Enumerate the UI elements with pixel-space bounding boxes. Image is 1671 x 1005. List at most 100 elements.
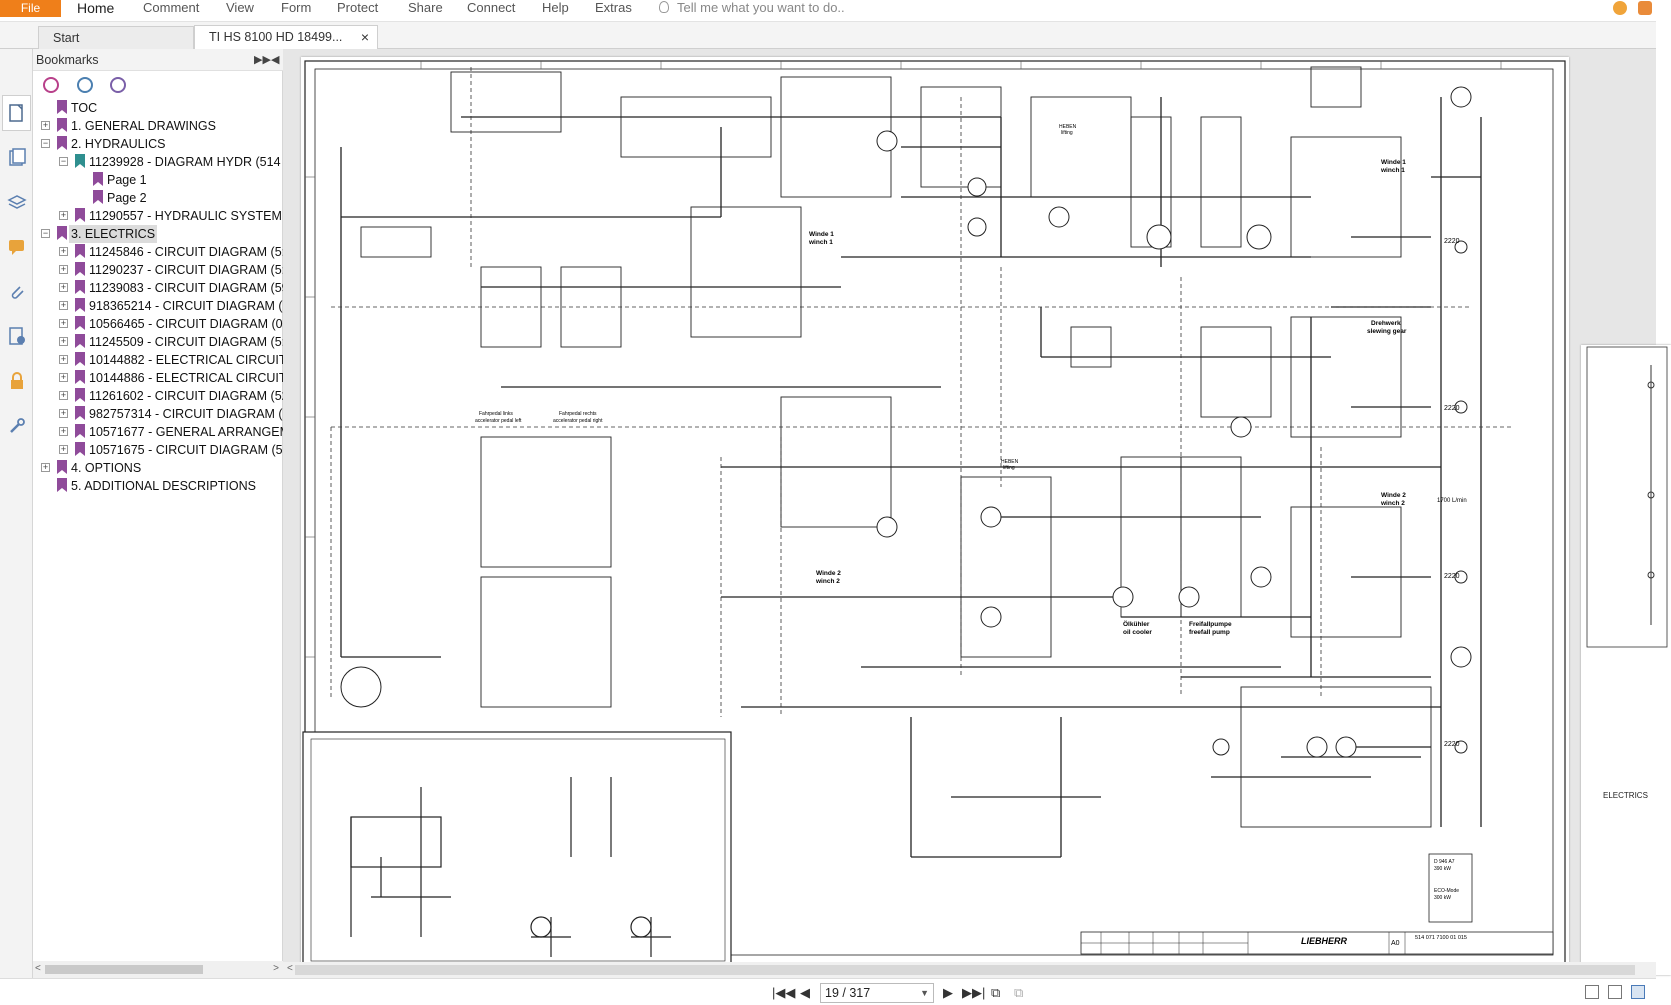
page-number-input[interactable]: 19 / 317 ▼ xyxy=(820,983,934,1003)
expand-icon[interactable]: + xyxy=(59,426,68,436)
menu-connect[interactable]: Connect xyxy=(467,0,516,15)
signature-icon[interactable] xyxy=(7,326,27,346)
expand-icon[interactable]: + xyxy=(41,462,50,472)
tools-icon[interactable] xyxy=(7,416,27,436)
bookmark-item[interactable]: +10144882 - ELECTRICAL CIRCUIT xyxy=(33,351,287,369)
menu-extras[interactable]: Extras xyxy=(595,0,632,15)
tab-start[interactable]: Start xyxy=(38,26,194,49)
attachment-icon[interactable] xyxy=(7,282,27,302)
bookmark-item[interactable]: +11261602 - CIRCUIT DIAGRAM (52 xyxy=(33,387,289,405)
expand-icon[interactable]: + xyxy=(59,354,68,364)
bookmark-item[interactable]: +10566465 - CIRCUIT DIAGRAM (00 xyxy=(33,315,290,333)
bookmark-item[interactable]: +918365214 - CIRCUIT DIAGRAM (( xyxy=(33,297,287,315)
bookmark-label: 982757314 - CIRCUIT DIAGRAM (( xyxy=(89,407,287,421)
menu-comment[interactable]: Comment xyxy=(143,0,200,15)
doc-scroll-left-icon[interactable]: < xyxy=(287,963,293,974)
collapse-icon[interactable]: − xyxy=(41,138,50,148)
expand-icon[interactable]: + xyxy=(59,444,68,454)
bookmark-flag-icon xyxy=(75,370,85,384)
bookmark-item[interactable]: +10571675 - CIRCUIT DIAGRAM (5( xyxy=(33,441,287,459)
bookmark-label: 1. GENERAL DRAWINGS xyxy=(71,119,216,133)
close-icon[interactable]: × xyxy=(360,29,369,45)
bookmark-flag-icon xyxy=(93,172,103,186)
menu-share[interactable]: Share xyxy=(408,0,443,15)
bookmark-item[interactable]: TOC xyxy=(33,99,283,117)
first-page-icon[interactable]: |◀◀ xyxy=(772,985,796,1000)
bookmark-item[interactable]: −2. HYDRAULICS xyxy=(33,135,283,153)
bookmark-item[interactable]: +4. OPTIONS xyxy=(33,459,283,477)
bookmark-item[interactable]: +10144886 - ELECTRICAL CIRCUIT xyxy=(33,369,287,387)
scrollbar-thumb[interactable] xyxy=(45,965,203,974)
collapse-panel-icon[interactable]: ◀ xyxy=(271,54,280,66)
bookmark-item[interactable]: +11290237 - CIRCUIT DIAGRAM (5: xyxy=(33,261,285,279)
label-sheet-size: A0 xyxy=(1391,940,1400,947)
expand-icon[interactable]: + xyxy=(59,372,68,382)
find-bookmark-icon[interactable] xyxy=(110,77,126,93)
bookmark-item[interactable]: −3. ELECTRICS xyxy=(33,225,283,243)
menu-form[interactable]: Form xyxy=(281,0,312,15)
chevron-down-icon[interactable]: ▼ xyxy=(920,988,929,998)
collapse-icon[interactable]: − xyxy=(59,156,68,166)
expand-icon[interactable]: + xyxy=(59,408,68,418)
document-horizontal-scrollbar[interactable]: < xyxy=(283,962,1656,978)
menu-protect[interactable]: Protect xyxy=(337,0,379,15)
label-flow-rate: 1700 L/min xyxy=(1437,498,1467,504)
expand-panel-icon[interactable]: ▶▶ xyxy=(254,54,271,66)
expand-icon[interactable]: + xyxy=(59,210,68,220)
bookmark-item[interactable]: +11290557 - HYDRAULIC SYSTEM I xyxy=(33,207,289,225)
bookmark-label: 4. OPTIONS xyxy=(71,461,142,475)
bookmark-item[interactable]: −11239928 - DIAGRAM HYDR (514 xyxy=(33,153,283,171)
menu-help[interactable]: Help xyxy=(542,0,569,15)
next-page-icon[interactable]: ▶ xyxy=(943,985,953,1000)
bookmark-item[interactable]: Page 2 xyxy=(33,189,283,207)
last-page-icon[interactable]: ▶▶| xyxy=(962,985,986,1000)
extract-page-icon[interactable]: ⧉ xyxy=(1014,985,1024,1000)
page-thumbnails-icon[interactable] xyxy=(2,95,31,131)
menu-home[interactable]: Home xyxy=(77,0,115,16)
previous-page-icon[interactable]: ◀ xyxy=(800,985,810,1000)
bookmark-item[interactable]: Page 1 xyxy=(33,171,283,189)
expand-icon[interactable]: + xyxy=(59,282,68,292)
bookmark-item[interactable]: 5. ADDITIONAL DESCRIPTIONS xyxy=(33,477,283,495)
file-menu-button[interactable]: File xyxy=(0,0,61,17)
bookmark-flag-icon xyxy=(57,118,67,132)
security-lock-icon[interactable] xyxy=(7,371,27,391)
bookmark-item[interactable]: +10571677 - GENERAL ARRANGEME xyxy=(33,423,298,441)
bookmarks-horizontal-scrollbar[interactable]: < > xyxy=(33,961,283,978)
bookmark-item[interactable]: +1. GENERAL DRAWINGS xyxy=(33,117,283,135)
facing-view-icon[interactable] xyxy=(1631,985,1645,999)
expand-icon[interactable]: + xyxy=(59,336,68,346)
single-page-view-icon[interactable] xyxy=(1585,985,1599,999)
expand-icon[interactable]: + xyxy=(59,318,68,328)
notification-icon[interactable] xyxy=(1638,1,1652,15)
expand-icon[interactable]: + xyxy=(41,120,50,130)
doc-scrollbar-thumb[interactable] xyxy=(295,965,1635,975)
tab-document[interactable]: TI HS 8100 HD 18499... × xyxy=(194,25,378,49)
expand-icon[interactable]: + xyxy=(59,300,68,310)
layers-icon[interactable] xyxy=(7,193,27,213)
expand-icon[interactable]: + xyxy=(59,390,68,400)
scroll-right-icon[interactable]: > xyxy=(273,963,279,974)
comments-icon[interactable] xyxy=(7,237,27,257)
bookmark-options-icon[interactable] xyxy=(77,77,93,93)
menu-view[interactable]: View xyxy=(226,0,254,15)
tell-me-search[interactable]: Tell me what you want to do.. xyxy=(659,0,845,17)
heart-icon[interactable] xyxy=(1612,1,1627,15)
expand-icon[interactable]: + xyxy=(59,264,68,274)
layers-pages-icon[interactable] xyxy=(7,148,27,168)
bookmark-item[interactable]: +11245846 - CIRCUIT DIAGRAM (5: xyxy=(33,243,285,261)
navigation-pane-strip xyxy=(0,49,33,1005)
continuous-view-icon[interactable] xyxy=(1608,985,1622,999)
bookmark-item[interactable]: +11239083 - CIRCUIT DIAGRAM (59 xyxy=(33,279,289,297)
expand-icon[interactable]: + xyxy=(59,246,68,256)
collapse-icon[interactable]: − xyxy=(41,228,50,238)
bookmark-flag-icon xyxy=(57,478,67,492)
bookmark-flag-icon xyxy=(75,316,85,330)
add-bookmark-icon[interactable] xyxy=(43,77,59,93)
scroll-left-icon[interactable]: < xyxy=(35,963,41,974)
bookmark-item[interactable]: +982757314 - CIRCUIT DIAGRAM (( xyxy=(33,405,287,423)
bookmark-item[interactable]: +11245509 - CIRCUIT DIAGRAM (5: xyxy=(33,333,285,351)
insert-page-icon[interactable]: ⧉ xyxy=(991,985,1001,1000)
